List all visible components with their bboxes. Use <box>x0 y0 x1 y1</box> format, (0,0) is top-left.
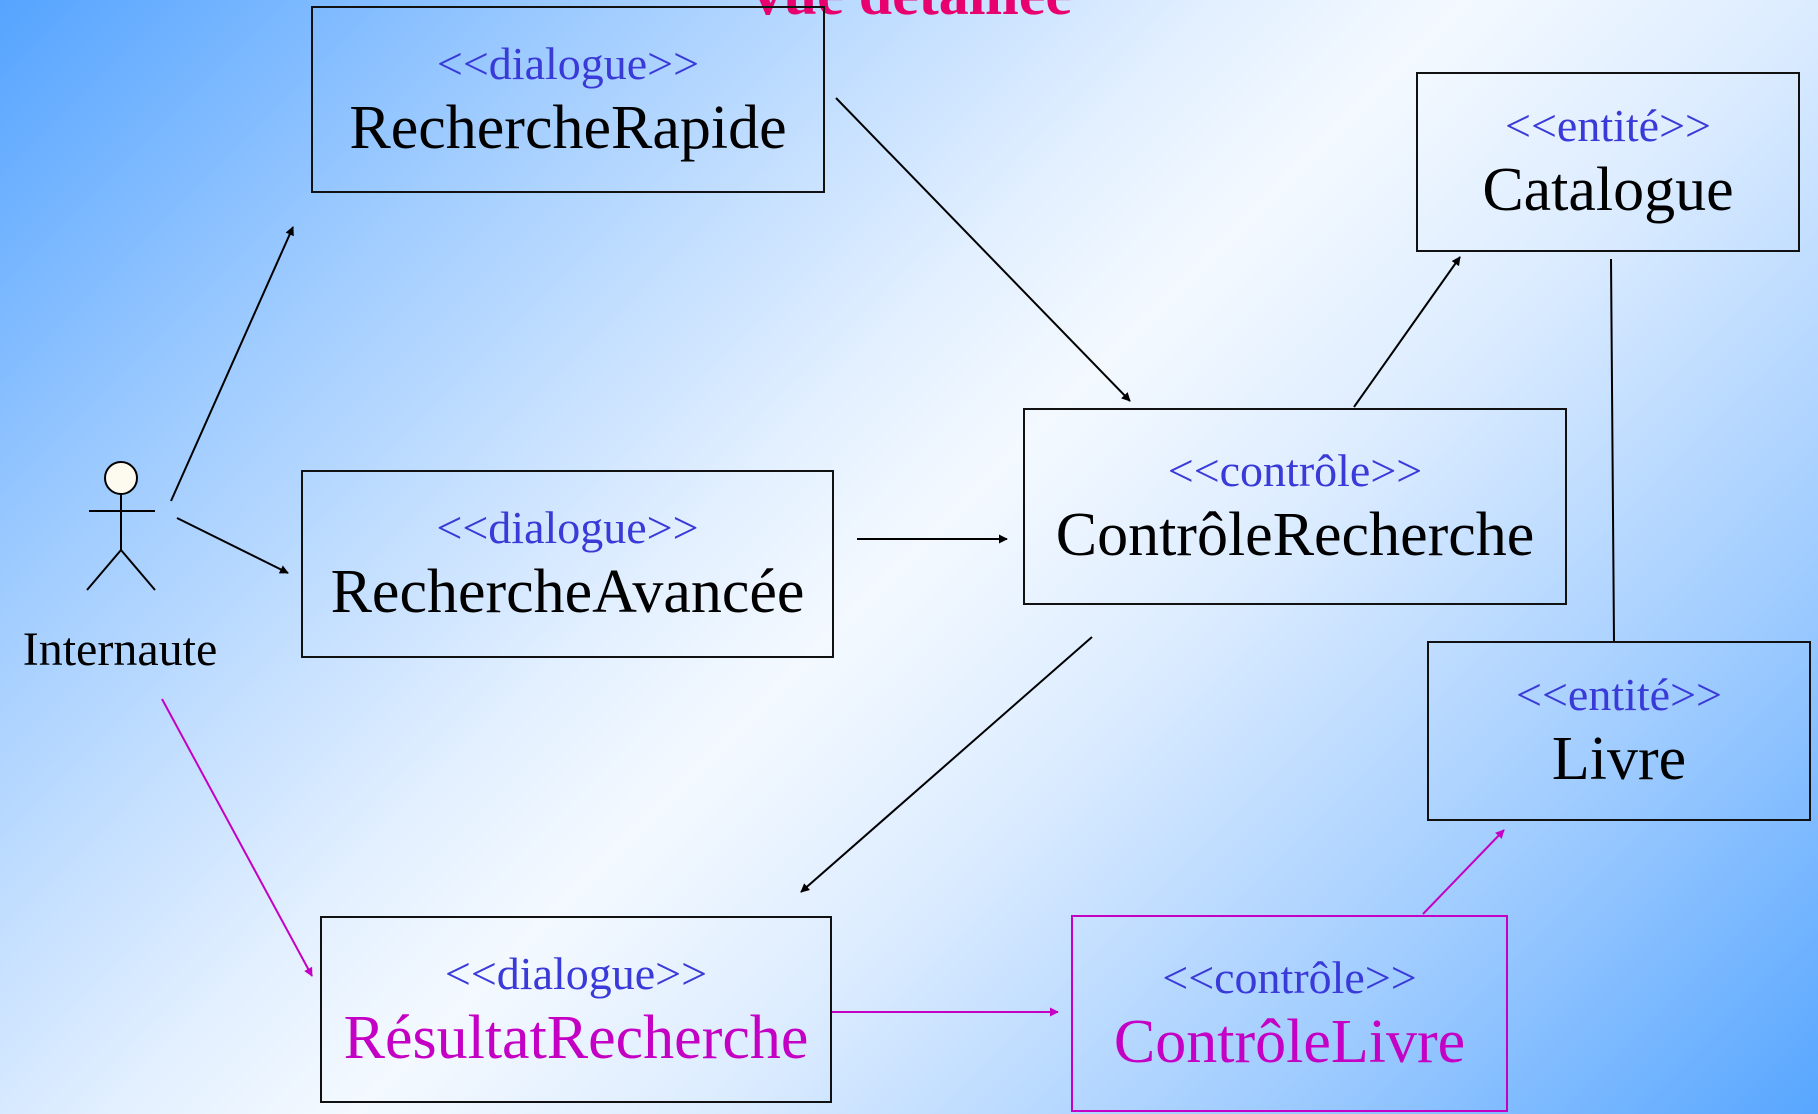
diagram-title: Vue détaillée <box>0 0 1818 29</box>
class-name: Catalogue <box>1482 156 1734 224</box>
actor-figure <box>86 461 156 591</box>
stereotype-label: <<dialogue>> <box>436 37 700 89</box>
class-controle-livre: <<contrôle>> ContrôleLivre <box>1071 915 1508 1112</box>
actor-label: Internaute <box>22 623 218 676</box>
stereotype-label: <<entité>> <box>1505 100 1711 151</box>
class-resultat-recherche: <<dialogue>> RésultatRecherche <box>320 916 832 1103</box>
link-catalogue-livre <box>1610 258 1615 643</box>
actor-left-leg <box>86 549 122 591</box>
class-name: ContrôleRecherche <box>1055 500 1535 569</box>
class-name: RésultatRecherche <box>343 1003 809 1072</box>
actor-head <box>104 461 138 495</box>
class-name: RechercheRapide <box>349 93 787 162</box>
stereotype-label: <<contrôle>> <box>1162 951 1417 1003</box>
class-controle-recherche: <<contrôle>> ContrôleRecherche <box>1023 408 1567 605</box>
link-controle-recherche-resultat <box>800 636 1093 893</box>
class-name: RechercheAvancée <box>330 558 805 626</box>
class-recherche-rapide: <<dialogue>> RechercheRapide <box>311 6 825 193</box>
link-actor-resultat <box>161 698 313 977</box>
stereotype-label: <<dialogue>> <box>444 947 708 999</box>
link-controle-livre-livre <box>1422 829 1505 915</box>
link-actor-avancee <box>176 517 289 574</box>
stereotype-label: <<dialogue>> <box>436 502 699 553</box>
link-rapide-controle-recherche <box>835 97 1131 402</box>
class-recherche-avancee: <<dialogue>> RechercheAvancée <box>301 470 834 658</box>
class-catalogue: <<entité>> Catalogue <box>1416 72 1800 252</box>
link-actor-rapide <box>170 226 294 502</box>
link-controle-recherche-catalogue <box>1353 256 1461 408</box>
stereotype-label: <<contrôle>> <box>1167 444 1423 496</box>
class-name: Livre <box>1551 725 1687 793</box>
stereotype-label: <<entité>> <box>1516 669 1722 720</box>
class-livre: <<entité>> Livre <box>1427 641 1811 821</box>
actor-right-leg <box>120 549 156 591</box>
class-name: ContrôleLivre <box>1113 1007 1466 1076</box>
